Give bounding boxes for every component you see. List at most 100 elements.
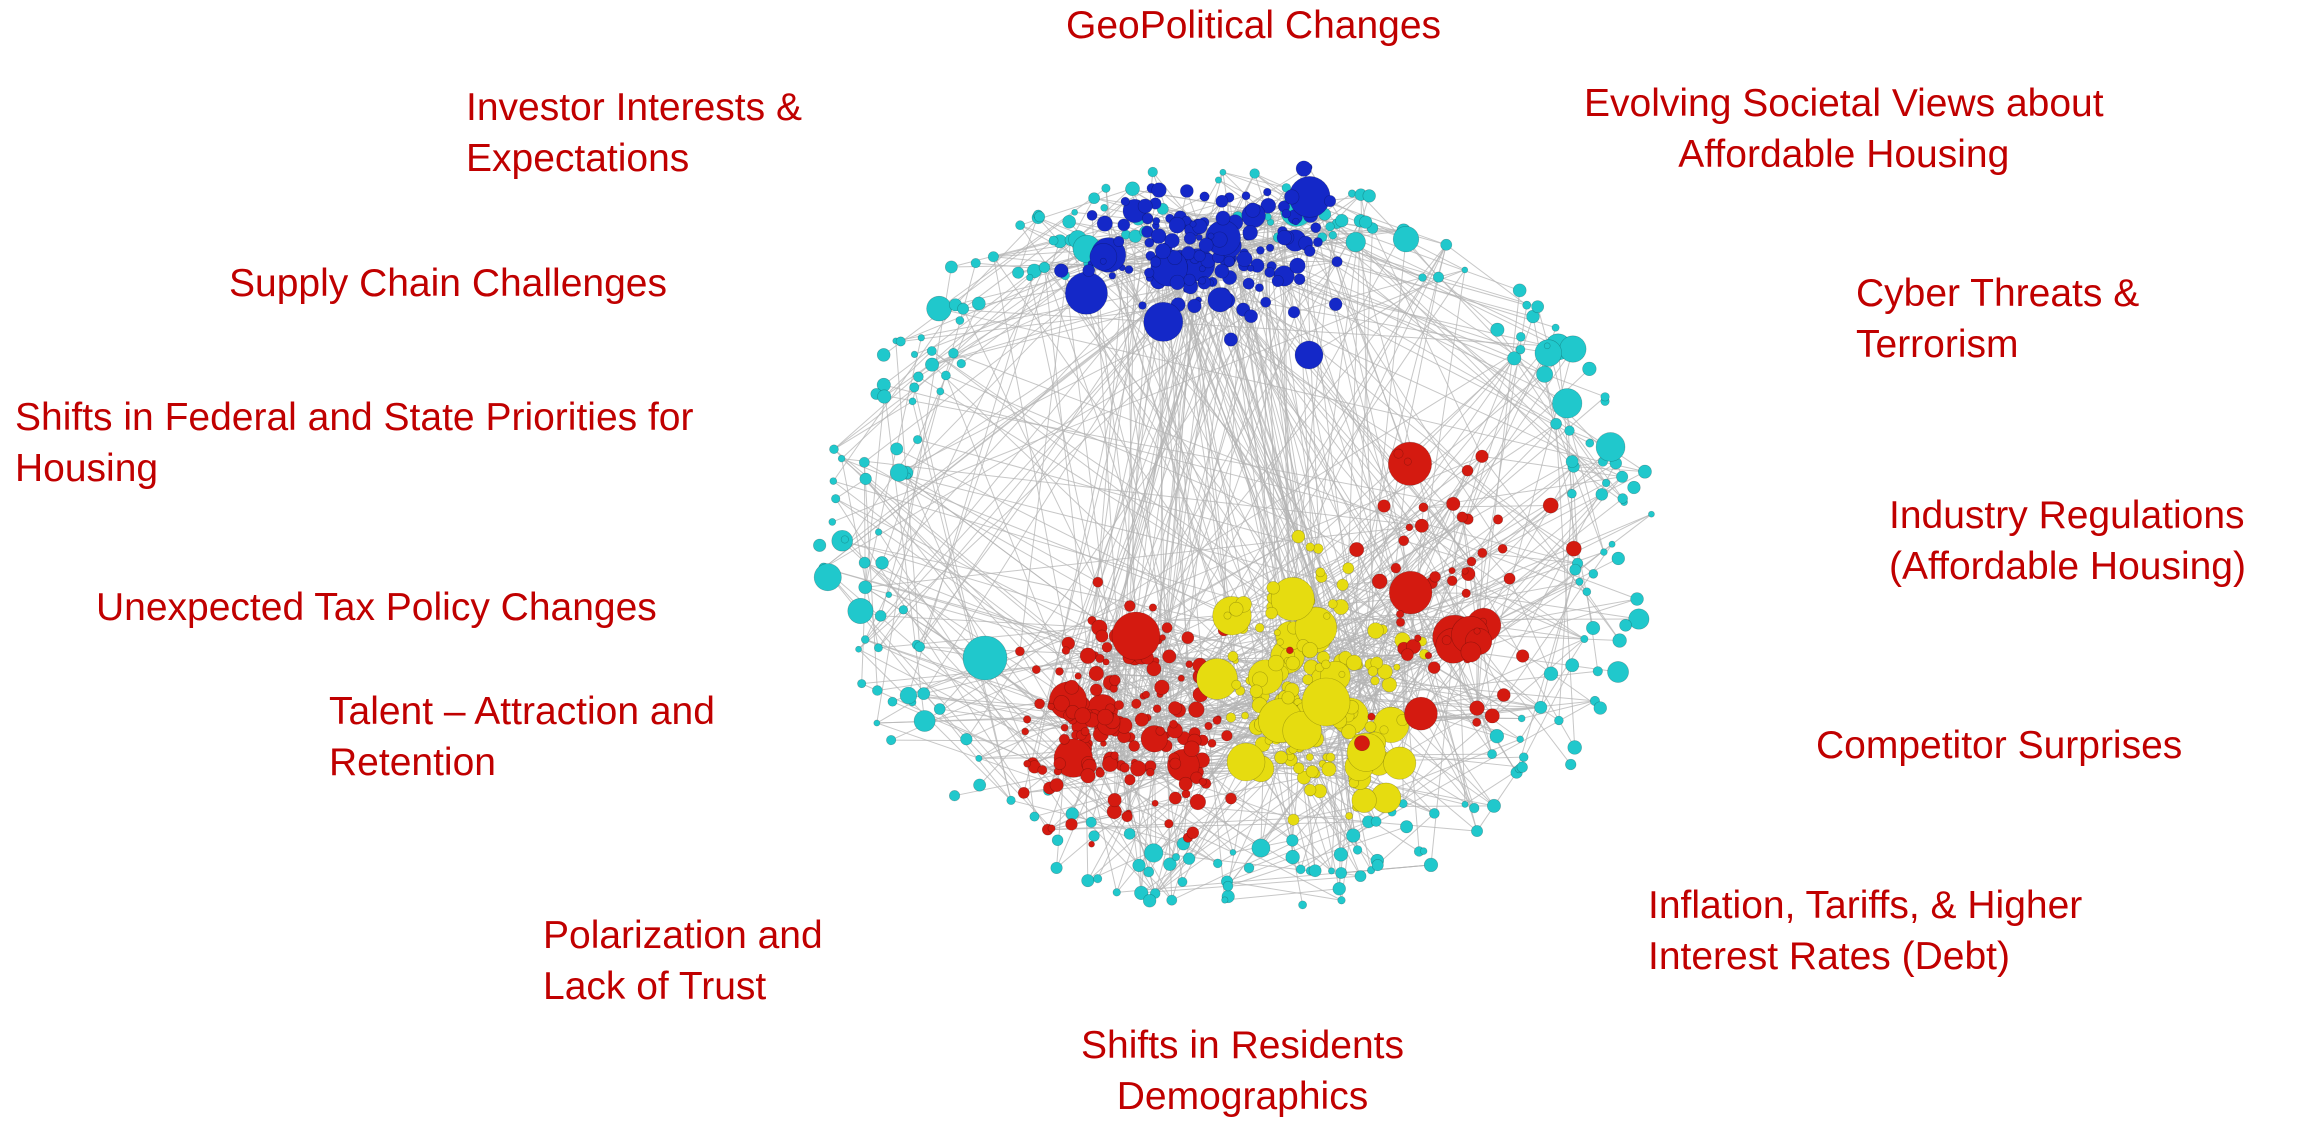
- network-node: [1311, 223, 1321, 233]
- network-node: [1523, 301, 1531, 309]
- network-node: [1389, 571, 1432, 614]
- network-node: [1517, 762, 1528, 773]
- network-node: [1122, 811, 1133, 822]
- network-node: [1302, 642, 1317, 657]
- network-node: [1570, 564, 1581, 575]
- network-node: [1491, 323, 1504, 336]
- network-node: [1638, 465, 1651, 478]
- network-node: [1188, 702, 1204, 718]
- network-node: [890, 443, 902, 455]
- network-node: [1097, 216, 1112, 231]
- network-node: [1566, 659, 1579, 672]
- network-node: [1359, 216, 1372, 229]
- network-node: [886, 735, 895, 744]
- network-node: [1384, 747, 1416, 779]
- network-node: [1324, 195, 1335, 206]
- network-node: [1467, 557, 1476, 566]
- network-node: [941, 371, 950, 380]
- network-node: [1284, 190, 1299, 205]
- network-node: [1333, 882, 1346, 895]
- network-node: [1282, 209, 1291, 218]
- network-node: [1243, 278, 1254, 289]
- network-node: [1199, 266, 1205, 272]
- label-polarization-line-1: Polarization and: [543, 910, 823, 961]
- network-node: [1516, 345, 1525, 354]
- network-node: [1048, 825, 1055, 832]
- network-node: [1349, 542, 1363, 556]
- network-node: [1225, 793, 1236, 804]
- network-node: [1518, 715, 1525, 722]
- network-node: [1607, 661, 1628, 682]
- network-node: [1146, 768, 1154, 776]
- network-node: [971, 258, 980, 267]
- network-node: [1447, 576, 1457, 586]
- network-node: [877, 390, 891, 404]
- network-node: [1567, 489, 1576, 498]
- network-nodes: [813, 161, 1654, 909]
- network-node: [1059, 734, 1069, 744]
- network-node: [1065, 680, 1079, 694]
- network-node: [945, 261, 957, 273]
- network-node: [1472, 718, 1480, 726]
- network-node: [1120, 763, 1129, 772]
- network-edges: [824, 167, 1652, 905]
- network-node: [1446, 497, 1460, 511]
- network-node: [1199, 238, 1213, 252]
- network-node: [957, 303, 968, 314]
- network-node: [937, 388, 944, 395]
- network-node: [1288, 306, 1300, 318]
- network-node: [1618, 494, 1628, 504]
- network-node: [1109, 272, 1116, 279]
- network-node: [934, 703, 945, 714]
- network-node: [1182, 632, 1194, 644]
- network-node: [1142, 691, 1149, 698]
- network-node: [1256, 246, 1264, 254]
- network-node: [888, 697, 897, 706]
- network-node: [1329, 231, 1337, 239]
- network-node: [1034, 211, 1044, 221]
- network-node: [1072, 209, 1078, 215]
- network-node: [961, 733, 973, 745]
- network-node: [886, 592, 892, 598]
- network-node: [972, 297, 985, 310]
- network-node: [857, 679, 865, 687]
- network-node: [1277, 230, 1292, 245]
- network-node: [1406, 524, 1413, 531]
- label-investor-interests: Investor Interests & Expectations: [466, 82, 802, 184]
- network-node: [1167, 895, 1177, 905]
- network-node: [1566, 541, 1581, 556]
- network-node: [1148, 167, 1158, 177]
- network-node: [1050, 778, 1063, 791]
- network-node: [1368, 713, 1375, 720]
- network-node: [1396, 610, 1404, 618]
- network-node: [1178, 877, 1187, 886]
- network-node: [1169, 720, 1177, 728]
- network-node: [1090, 243, 1117, 270]
- network-node: [1396, 618, 1405, 627]
- network-node: [896, 337, 905, 346]
- network-node: [1462, 801, 1468, 807]
- network-node: [1286, 656, 1300, 670]
- network-node: [1197, 658, 1238, 699]
- network-node: [1552, 324, 1559, 331]
- network-edge: [1510, 579, 1551, 674]
- network-node: [1457, 512, 1468, 523]
- network-node: [1169, 217, 1185, 233]
- network-node: [1583, 362, 1597, 376]
- label-geopolitical-changes: GeoPolitical Changes: [1066, 0, 1441, 51]
- network-node: [1363, 190, 1376, 203]
- network-node: [1274, 629, 1280, 635]
- network-node: [1054, 264, 1068, 278]
- network-node: [1208, 739, 1216, 747]
- network-node: [1428, 662, 1440, 674]
- network-node: [876, 556, 889, 569]
- network-node: [1404, 458, 1411, 465]
- network-node: [1250, 169, 1260, 179]
- label-cyber-line-1: Cyber Threats &: [1856, 268, 2139, 319]
- network-node: [1365, 721, 1376, 732]
- network-node: [1039, 262, 1050, 273]
- label-evolving-societal-views: Evolving Societal Views about Affordable…: [1584, 78, 2104, 180]
- network-node: [1490, 729, 1504, 743]
- network-node: [1152, 800, 1158, 806]
- network-node: [1144, 268, 1154, 278]
